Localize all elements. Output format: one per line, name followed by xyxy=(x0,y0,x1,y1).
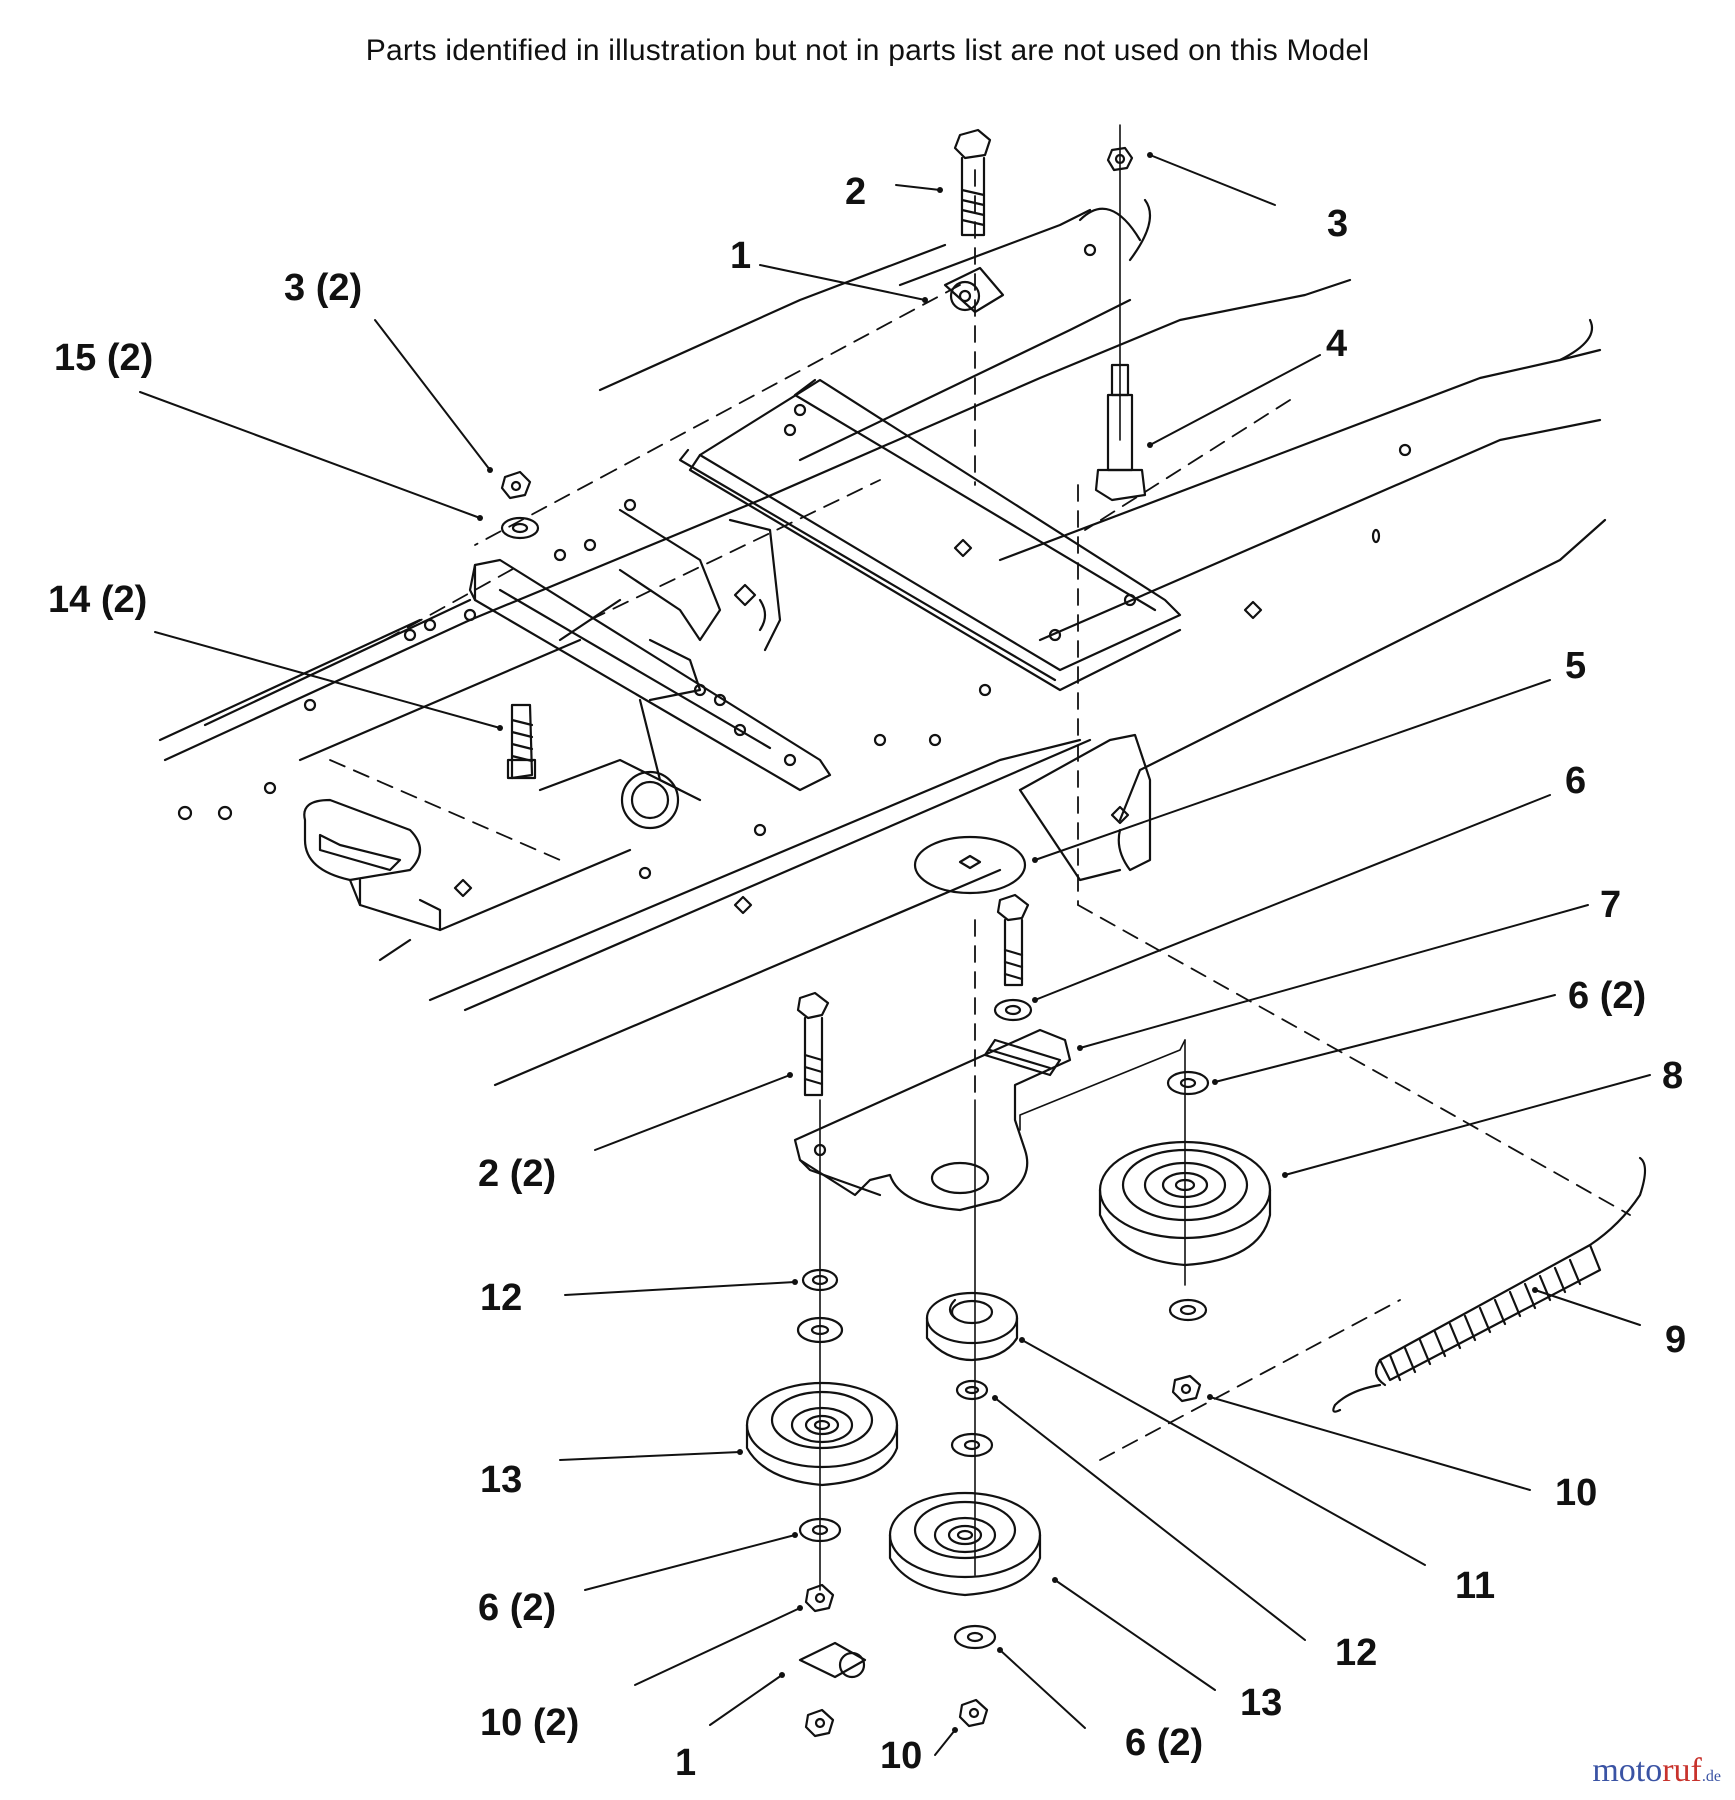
callout-2-2: 2 (2) xyxy=(478,1153,556,1195)
callout-8: 8 xyxy=(1662,1055,1683,1097)
leader-lines xyxy=(139,154,1651,1756)
callout-6-2-bottom: 6 (2) xyxy=(1125,1722,1203,1764)
washer-15-2 xyxy=(500,516,540,540)
watermark-part1: moto xyxy=(1592,1752,1663,1789)
pulley-8 xyxy=(1098,1140,1272,1267)
left-bracket xyxy=(468,508,832,802)
washers-6-2-right xyxy=(1166,1070,1210,1322)
callout-11: 11 xyxy=(1455,1565,1495,1607)
washer-6-2-left xyxy=(798,1517,842,1543)
callout-12-mid: 12 xyxy=(1335,1632,1377,1674)
upper-bracket xyxy=(678,378,1182,692)
leader-dots xyxy=(477,152,1538,1733)
nut-10-2 xyxy=(804,1583,835,1613)
callout-14-2: 14 (2) xyxy=(48,579,147,621)
axis-lines xyxy=(819,124,1186,1591)
callout-10-2: 10 (2) xyxy=(480,1702,579,1744)
callout-labels: 2 3 1 3 (2) 15 (2) 4 14 (2) 5 6 7 6 (2) … xyxy=(48,171,1686,1784)
notice-text: Parts identified in illustration but not… xyxy=(365,34,1370,67)
nut-10-bottom xyxy=(958,1698,989,1728)
clip-1-bottom xyxy=(798,1641,867,1679)
washer-6-2-bottom xyxy=(953,1624,997,1650)
callout-12-left: 12 xyxy=(480,1277,522,1319)
callout-10-right: 10 xyxy=(1555,1472,1597,1514)
watermark-part2: ruf xyxy=(1662,1752,1702,1789)
callout-6-2-right: 6 (2) xyxy=(1568,975,1646,1017)
callout-4: 4 xyxy=(1326,323,1347,365)
bolt-14-2 xyxy=(506,703,537,780)
nut-10-right xyxy=(1171,1374,1202,1403)
nut-3-top xyxy=(1106,146,1134,172)
callout-1-bottom: 1 xyxy=(675,1742,696,1784)
callout-6: 6 xyxy=(1565,760,1586,802)
callout-15-2: 15 (2) xyxy=(54,337,153,379)
bolt-2-top xyxy=(953,128,992,237)
callout-5: 5 xyxy=(1565,645,1586,687)
callout-10-bottom: 10 xyxy=(880,1735,922,1777)
shoulder-bolt-4 xyxy=(1094,363,1147,502)
callout-7: 7 xyxy=(1600,884,1621,926)
spring-9 xyxy=(1332,1156,1647,1413)
callout-6-2-left: 6 (2) xyxy=(478,1587,556,1629)
alignment-lines xyxy=(329,169,1631,1461)
callout-3-top: 3 xyxy=(1327,203,1348,245)
spacer-12-left xyxy=(801,1268,839,1292)
washer-mid xyxy=(950,1432,994,1458)
frame-outline xyxy=(158,198,1607,1087)
watermark-part3: .de xyxy=(1701,1768,1721,1785)
nut-bottom-left xyxy=(804,1708,835,1738)
watermark-logo: motoruf.de xyxy=(1592,1752,1721,1790)
spacer-12-mid xyxy=(955,1379,989,1401)
washer-left-1 xyxy=(796,1316,844,1344)
clip-1-top xyxy=(943,266,1005,314)
hub-11 xyxy=(925,1291,1019,1362)
callout-3-2: 3 (2) xyxy=(284,267,362,309)
callout-2-top: 2 xyxy=(845,171,866,213)
idler-arm-7 xyxy=(793,1028,1072,1212)
callout-1-top: 1 xyxy=(730,235,751,277)
left-frame-tab xyxy=(177,243,1412,932)
plate-5 xyxy=(913,835,1027,895)
pulley-13-left xyxy=(745,1381,899,1487)
pulley-13-mid xyxy=(888,1491,1042,1597)
bolt-2-2 xyxy=(796,991,830,1097)
bolt-6 xyxy=(993,893,1033,1022)
nut-3-2 xyxy=(500,470,532,500)
callout-13-left: 13 xyxy=(480,1459,522,1501)
callout-13-mid: 13 xyxy=(1240,1682,1282,1724)
right-frame-bracket xyxy=(1018,733,1152,882)
callout-9: 9 xyxy=(1665,1319,1686,1361)
